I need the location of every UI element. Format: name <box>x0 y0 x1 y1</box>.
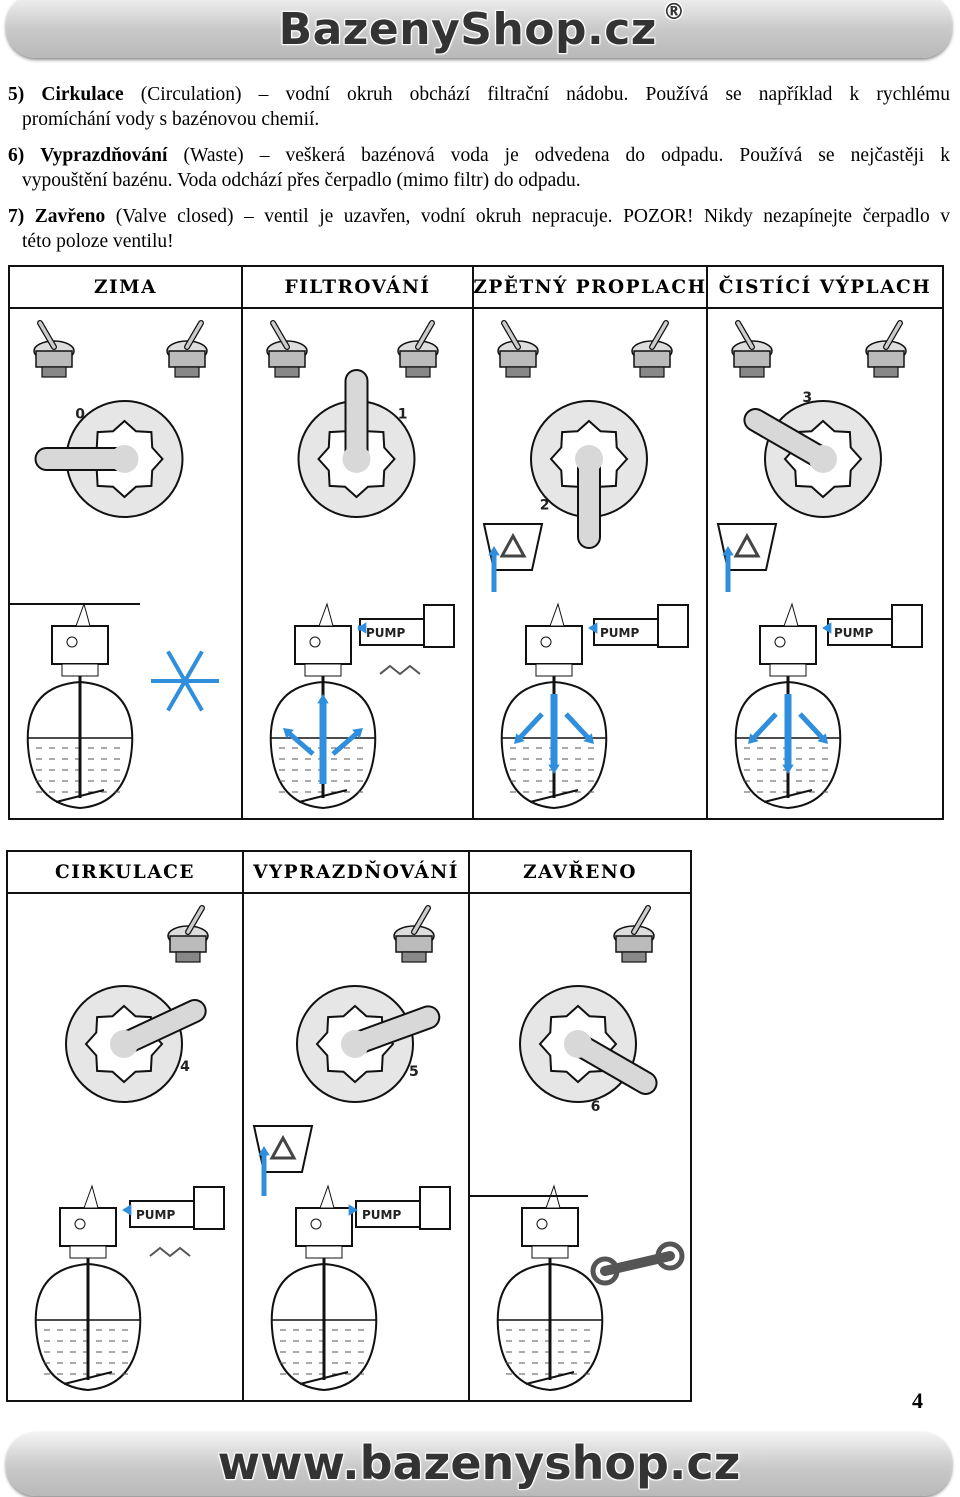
item-text: (Waste) – veškerá bazénová voda je odved… <box>183 145 951 166</box>
illustration-zima: 0 <box>10 309 239 819</box>
cell-title: ZPĚTNÝ PROPLACH <box>473 267 706 309</box>
item-text: (Circulation) – vodní okruh obchází filt… <box>140 84 951 105</box>
item-term: Cirkulace <box>41 84 124 105</box>
cell-title: VYPRAZDŇOVÁNÍ <box>244 852 468 894</box>
position-number: 2 <box>540 497 550 513</box>
cell-title: ČISTÍCÍ VÝPLACH <box>708 267 942 309</box>
item-number: 6) <box>8 145 25 166</box>
cell-title: CIRKULACE <box>8 852 242 894</box>
snowflake-icon <box>151 650 219 712</box>
brand-title: BazenyShop.cz <box>278 4 657 55</box>
item-text-cont: vypouštění bazénu. Voda odchází přes čer… <box>22 170 581 191</box>
pump-label: PUMP <box>834 626 873 640</box>
footer-banner: www.bazenyshop.cz <box>6 1432 952 1496</box>
position-number: 1 <box>398 407 408 423</box>
header-banner: BazenyShop.cz® <box>6 0 952 58</box>
valve-diagram: 0 <box>10 320 219 810</box>
cell-zima: ZIMA 0 <box>10 267 243 818</box>
cell-title: ZAVŘENO <box>470 852 690 894</box>
item-term: Zavřeno <box>34 206 106 227</box>
pump-label: PUMP <box>362 1208 401 1222</box>
pump-label: PUMP <box>600 626 639 640</box>
item-text: (Valve closed) – ventil je uzavřen, vodn… <box>115 206 950 227</box>
position-number: 3 <box>802 390 812 406</box>
page-number: 4 <box>912 1388 923 1413</box>
item-number: 7) <box>8 206 25 227</box>
position-number: 0 <box>75 407 85 423</box>
item-number: 5) <box>8 84 25 105</box>
item-text-cont: této poloze ventilu! <box>22 231 174 252</box>
pump-label: PUMP <box>136 1208 175 1222</box>
valve-diagram: 6 <box>470 905 685 1392</box>
paragraph-circulation: 5) Cirkulace (Circulation) – vodní okruh… <box>8 82 950 132</box>
position-number: 5 <box>409 1064 419 1080</box>
item-text-cont: promíchání vody s bazénovou chemií. <box>22 109 320 130</box>
cell-zavreno: ZAVŘENO 6 <box>470 852 690 1400</box>
wrench-icon <box>590 1241 685 1286</box>
paragraph-closed: 7) Zavřeno (Valve closed) – ventil je uz… <box>8 204 950 254</box>
illustration-zavreno: 6 <box>470 894 686 1401</box>
position-number: 4 <box>180 1059 190 1075</box>
pump-label: PUMP <box>366 626 405 640</box>
cell-title: FILTROVÁNÍ <box>243 267 472 309</box>
registered-mark: ® <box>662 0 686 25</box>
position-number: 6 <box>591 1099 601 1115</box>
paragraph-waste: 6) Vyprazdňování (Waste) – veškerá bazén… <box>8 143 950 193</box>
cell-title: ZIMA <box>10 267 241 309</box>
item-term: Vyprazdňování <box>40 145 168 166</box>
footer-url: www.bazenyshop.cz <box>217 1436 741 1490</box>
